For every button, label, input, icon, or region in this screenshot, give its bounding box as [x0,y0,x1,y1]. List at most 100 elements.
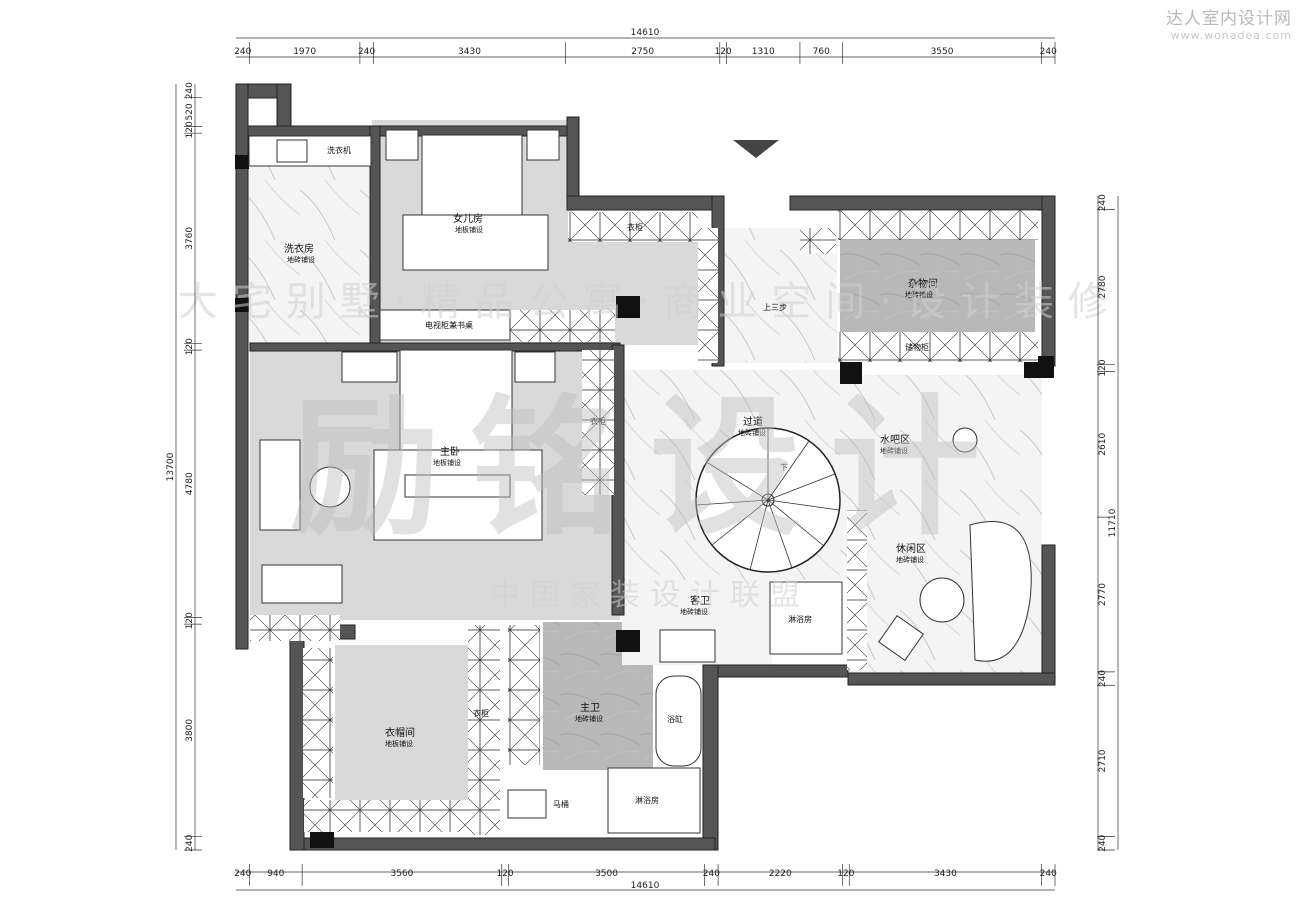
cloakroom-side-cabinet [303,648,333,798]
dim-top-segment: 3430 [458,47,481,57]
site-url: www.wonadea.com [1170,29,1292,42]
dim-right-segment: 240 [1098,670,1108,687]
nightstand [514,351,556,383]
master-cabinet [250,615,340,641]
dim-bottom-segment: 120 [837,869,854,879]
room-laundry-floor: 地砖铺设 [287,255,315,264]
room-master-floor: 地板铺设 [433,458,461,467]
dim-bottom-segment: 240 [234,869,251,879]
wardrobe-label-3: 衣柜 [473,708,489,718]
dim-bottom-segment: 3500 [595,869,618,879]
storage-cabinet-label: 储物柜 [905,342,929,352]
bar-sink [952,427,978,453]
room-master-bath: 主卫 [580,702,600,714]
dim-top-segment: 240 [234,47,251,57]
entry-shoe-cabinet [800,228,836,254]
room-leisure-floor: 地砖铺设 [896,555,924,564]
room-guest-bath: 客卫 [690,594,710,607]
room-storage-floor: 地砖铺设 [905,290,933,299]
dim-right-segment: 2780 [1098,275,1108,298]
dim-right-segment: 240 [1098,194,1108,211]
dim-top-segment: 1970 [293,47,316,57]
dim-right-segment: 240 [1098,834,1108,851]
room-laundry: 洗衣房 [284,242,314,255]
room-master: 主卧 [440,445,460,458]
dim-bottom-segment: 2220 [769,869,792,879]
site-watermark: 达人室内设计网 www.wonadea.com [1166,4,1292,42]
dim-left-segment: 240 [185,82,195,99]
nightstand [526,129,560,161]
dim-left-total: 13700 [166,452,176,481]
room-master-bath-floor: 地砖铺设 [575,714,603,723]
coffee-table [919,577,965,623]
dim-top-segment: 240 [358,47,375,57]
dim-top-segment: 1310 [752,47,775,57]
dim-bottom-segment: 3560 [390,869,413,879]
dim-right-total: 11710 [1108,508,1118,537]
dimension-lines [175,37,1119,891]
master-wardrobe [582,350,614,495]
armchair [878,615,924,661]
dim-left-segment: 120 [185,121,195,138]
storage-cabinet-bottom [838,332,1038,362]
dim-bottom-total: 14610 [631,881,660,891]
dim-top-segment: 120 [715,47,732,57]
dim-left-segment: 3800 [185,719,195,742]
dim-left-segment: 4780 [185,472,195,495]
dim-right-segment: 2770 [1098,583,1108,606]
wardrobe-label-2: 衣柜 [590,416,606,426]
room-daughter: 女儿房 [453,212,483,225]
bathtub-label: 浴缸 [667,714,683,724]
room-leisure: 休闲区 [896,542,926,555]
master-rug [373,449,543,541]
cabinet [568,212,698,242]
dim-right-segment: 120 [1098,359,1108,376]
guest-vanity [659,629,716,663]
room-guest-bath-floor: 地砖铺设 [680,607,708,616]
room-cloakroom: 衣帽间 [385,726,415,739]
entry-cabinet [698,228,718,363]
dim-bottom-segment: 240 [703,869,720,879]
round-table [309,466,351,508]
room-corridor-floor: 地砖铺设 [738,428,766,437]
column [840,362,862,384]
dim-left-segment: 240 [185,834,195,851]
dim-right-segment: 2610 [1098,433,1108,456]
room-cloakroom-floor: 地板铺设 [385,739,413,748]
room-bar: 水吧区 [880,434,910,446]
nightstand [341,351,398,383]
dim-bottom-segment: 940 [267,869,284,879]
master-shower [607,767,701,834]
laundry-floor [247,165,369,345]
shower-label-1: 淋浴房 [788,614,812,624]
bathtub [655,675,702,767]
dim-left-segment: 120 [185,612,195,629]
wardrobe-label: 衣柜 [627,222,643,232]
dim-top-total: 14610 [631,28,660,38]
tv-desk-cabinet [510,310,615,342]
dim-top-segment: 240 [1040,47,1057,57]
storage-cabinet-top [838,210,1038,240]
chaise-lounge [261,564,343,604]
room-corridor: 过道 [743,415,763,428]
dim-left-segment: 520 [185,103,195,120]
tv-desk-label: 电视柜兼书桌 [425,320,473,330]
shower-label-2: 淋浴房 [635,795,659,805]
curved-sofa [969,521,1032,662]
dim-left-segment: 120 [185,338,195,355]
column [235,155,249,169]
dim-left-segment: 3760 [185,227,195,250]
sofa [259,439,301,531]
dim-bottom-segment: 3430 [934,869,957,879]
washer-counter [248,135,372,167]
column [616,630,640,652]
tv-desk [379,309,511,341]
nightstand [385,129,419,161]
guest-shower [769,581,843,655]
watermark-tagline: 大宅别墅·精品公寓·商业空间·设计装修 [178,279,1122,325]
stair-down-label: 下 [780,463,788,472]
sink [276,139,308,163]
washer-label: 洗衣机 [327,145,351,155]
daughter-rug [402,214,549,271]
